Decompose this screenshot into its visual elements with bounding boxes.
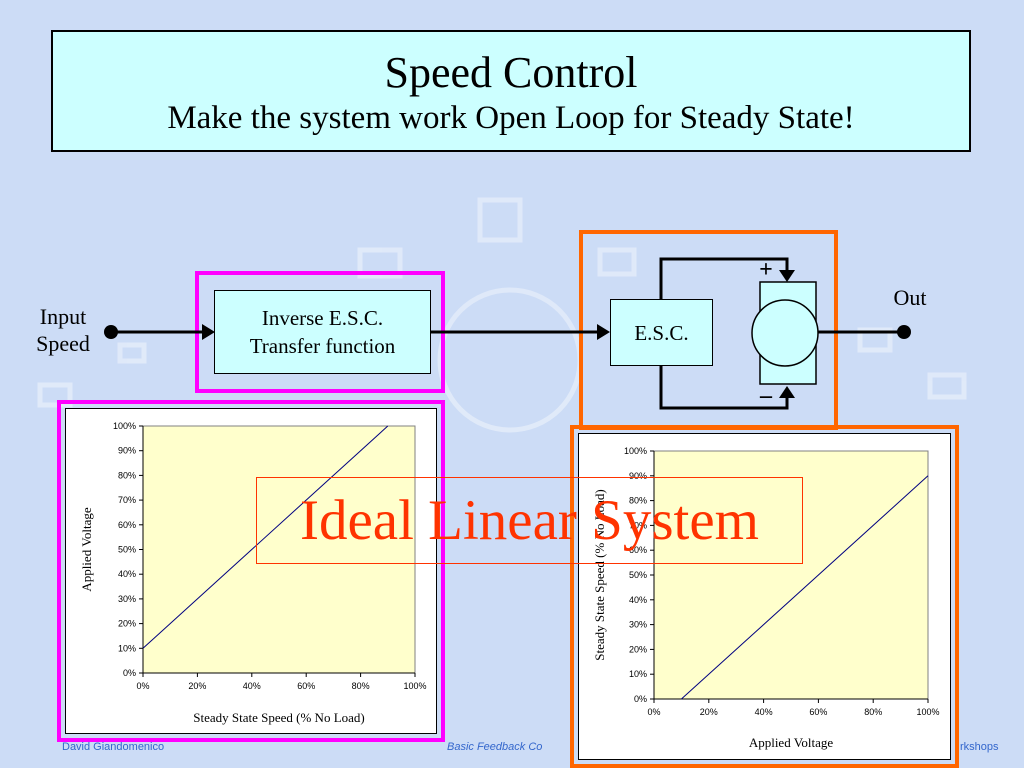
y-tick-label: 10% [629,669,647,679]
x-axis-label: Applied Voltage [749,735,834,750]
chart2-panel: 0% 10% 20% 30% 40% 50% 60% 70% 80% 90% 100% 0% 20% 40… [578,433,951,760]
y-axis-label: Steady State Speed (% No Load) [592,489,607,660]
x-tick-label: 20% [700,707,718,717]
output-node-icon [897,325,911,339]
minus-arrow-icon [779,386,795,398]
page-subtitle: Make the system work Open Loop for Stead… [167,100,855,136]
output-label: Out [893,285,927,310]
y-tick-label: 20% [118,619,136,629]
x-tick-label: 60% [809,707,827,717]
y-tick-label: 100% [113,421,136,431]
plot-area [142,425,416,674]
ideal-linear-system-text: Ideal Linear System [299,488,759,552]
chart1-panel: 0% 10% 20% 30% 40% 50% 60% 70% 80% 90% 100% 0% 20% 40… [65,408,437,734]
y-tick-label: 20% [629,644,647,654]
plus-arrow-icon [779,270,795,282]
y-tick-label: 0% [123,668,136,678]
y-tick-label: 70% [118,495,136,505]
series-line [681,475,929,700]
plus-label: + [759,257,773,283]
y-tick-label: 60% [118,520,136,530]
y-tick-label: 90% [629,471,647,481]
y-tick-label: 80% [118,470,136,480]
y-tick-label: 70% [629,520,647,530]
input-arrow-icon [202,324,215,340]
chart2-svg: 0% 10% 20% 30% 40% 50% 60% 70% 80% 90% 100% 0% 20% 40… [592,446,940,750]
x-tick-label: 0% [136,681,149,691]
input-speed-label: Input Speed [36,304,90,356]
chart1-svg: 0% 10% 20% 30% 40% 50% 60% 70% 80% 90% 100% 0% 20% 40… [79,421,427,725]
x-axis-label: Steady State Speed (% No Load) [193,710,364,725]
y-tick-label: 60% [629,545,647,555]
chart1-frame [57,400,445,742]
y-tick-label: 30% [118,594,136,604]
y-tick-label: 80% [629,496,647,506]
y-tick-label: 40% [118,569,136,579]
x-tick-label: 80% [352,681,370,691]
x-tick-label: 0% [647,707,660,717]
chart2-frame [570,425,959,768]
y-tick-label: 10% [118,643,136,653]
x-tick-label: 80% [864,707,882,717]
esc-block: E.S.C. [610,299,713,366]
footer-left: David Giandomenico [62,741,165,753]
footer-right: rkshops [960,741,999,753]
minus-wire [659,365,789,410]
series-line [142,425,389,649]
y-tick-label: 90% [118,446,136,456]
y-tick-label: 0% [634,694,647,704]
plot-area [653,450,929,700]
y-axis-label: Applied Voltage [79,507,94,592]
y-tick-label: 30% [629,620,647,630]
minus-label: – [760,383,772,409]
input-node-icon [104,325,118,339]
dc-motor-icon [751,299,819,367]
inverse-esc-block: Inverse E.S.C. Transfer function [214,290,431,374]
x-tick-label: 100% [916,707,939,717]
y-tick-label: 50% [118,545,136,555]
x-tick-label: 40% [755,707,773,717]
y-tick-label: 50% [629,570,647,580]
y-tick-label: 40% [629,595,647,605]
x-tick-label: 40% [243,681,261,691]
mid-arrow-icon [597,324,610,340]
plus-wire [659,257,789,299]
x-tick-label: 20% [188,681,206,691]
title-box: Speed Control Make the system work Open … [51,30,971,152]
footer-center: Basic Feedback Co [447,741,543,753]
y-tick-label: 100% [624,446,647,456]
ideal-linear-system-label: Ideal Linear System [256,477,803,564]
page-title: Speed Control [384,48,638,97]
x-tick-label: 100% [403,681,426,691]
x-tick-label: 60% [297,681,315,691]
